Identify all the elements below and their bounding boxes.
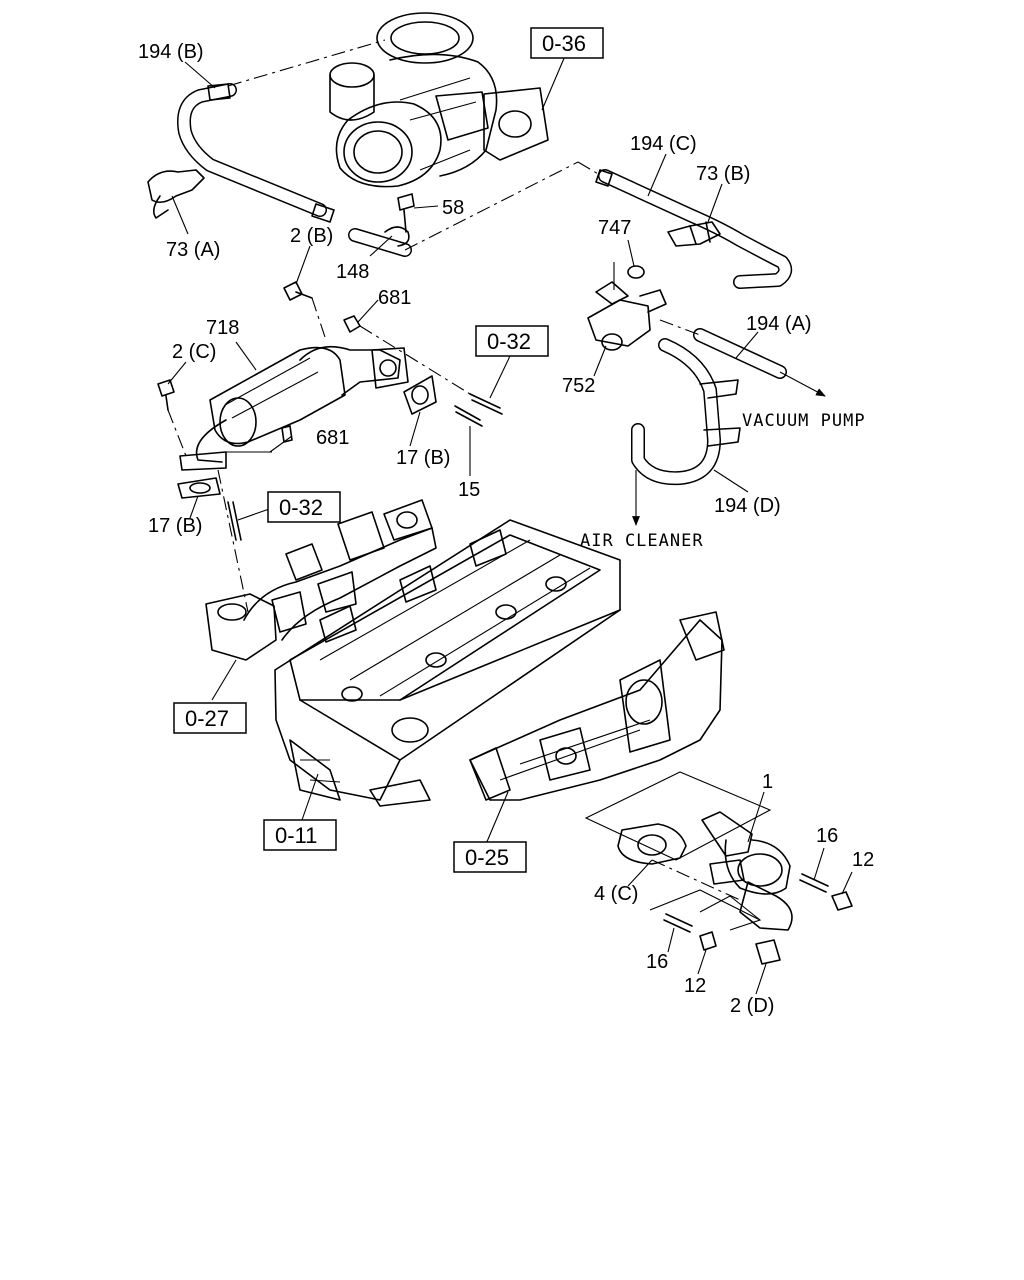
stud-16-left xyxy=(663,913,693,933)
nut-681-upper xyxy=(343,315,471,395)
ref-box-0-36 xyxy=(530,27,604,59)
nut-12-left xyxy=(699,931,717,951)
clamp-73a xyxy=(147,169,205,219)
intake-manifold xyxy=(469,611,725,801)
label-15: 15 xyxy=(458,479,480,501)
ref-box-0-27 xyxy=(173,702,247,734)
label-148: 148 xyxy=(336,261,369,283)
label-vacuum-pump: VACUUM PUMP xyxy=(742,411,866,431)
bolt-2c xyxy=(157,379,187,457)
label-681-lower: 681 xyxy=(316,427,349,449)
label-73b: 73 (B) xyxy=(696,163,750,185)
gasket-4c xyxy=(617,823,687,865)
label-16-right: 16 xyxy=(816,825,838,847)
label-194d: 194 (D) xyxy=(714,495,781,517)
label-2b: 2 (B) xyxy=(290,225,333,247)
label-718: 718 xyxy=(206,317,239,339)
label-air-cleaner: AIR CLEANER xyxy=(580,531,704,551)
nut-12-right xyxy=(831,891,853,911)
ref-box-0-25 xyxy=(453,841,527,873)
egr-valve-1 xyxy=(701,811,793,931)
label-0-25: 0-25 xyxy=(465,845,509,870)
label-747: 747 xyxy=(598,217,631,239)
stud-0-32 xyxy=(469,393,503,415)
ref-box-0-32-lower xyxy=(267,491,341,523)
hose-194d xyxy=(631,338,741,486)
label-17b-upper: 17 (B) xyxy=(396,447,450,469)
label-1: 1 xyxy=(762,771,773,793)
label-17b-lower: 17 (B) xyxy=(148,515,202,537)
label-73a: 73 (A) xyxy=(166,239,220,261)
turbocharger xyxy=(329,12,549,188)
bolt-2d xyxy=(755,939,781,965)
label-0-27: 0-27 xyxy=(185,706,229,731)
leader-lines xyxy=(167,55,853,995)
label-0-11: 0-11 xyxy=(275,823,317,848)
label-0-32-upper: 0-32 xyxy=(487,329,531,354)
gasket-17b-upper xyxy=(403,375,437,415)
valve-752 xyxy=(587,265,667,351)
ref-box-0-11 xyxy=(263,819,337,851)
stud-16-right xyxy=(799,873,829,893)
exhaust-manifold xyxy=(205,499,437,661)
stud-0-32-lower xyxy=(227,501,242,541)
ref-box-0-32-upper xyxy=(475,325,549,357)
gasket-17b-lower xyxy=(177,477,221,499)
label-16-left: 16 xyxy=(646,951,668,973)
hose-194c xyxy=(577,161,793,289)
label-2c: 2 (C) xyxy=(172,341,216,363)
label-58: 58 xyxy=(442,197,464,219)
bolt-2b xyxy=(283,281,327,341)
label-194b: 194 (B) xyxy=(138,41,204,63)
cylinder-head xyxy=(274,519,621,807)
label-2d: 2 (D) xyxy=(730,995,774,1017)
egr-cooler-718 xyxy=(179,345,409,471)
label-0-36: 0-36 xyxy=(542,31,586,56)
bolt-58 xyxy=(397,193,415,233)
label-194c: 194 (C) xyxy=(630,133,697,155)
hose-194b xyxy=(177,39,386,223)
label-0-32-lower: 0-32 xyxy=(279,495,323,520)
label-194a: 194 (A) xyxy=(746,313,812,335)
stud-15 xyxy=(454,405,483,427)
label-752: 752 xyxy=(562,375,595,397)
label-12-left: 12 xyxy=(684,975,706,997)
label-681-upper: 681 xyxy=(378,287,411,309)
label-12-right: 12 xyxy=(852,849,874,871)
pipe-148 xyxy=(348,161,579,257)
label-4c: 4 (C) xyxy=(594,883,638,905)
clamp-73b xyxy=(667,221,721,247)
